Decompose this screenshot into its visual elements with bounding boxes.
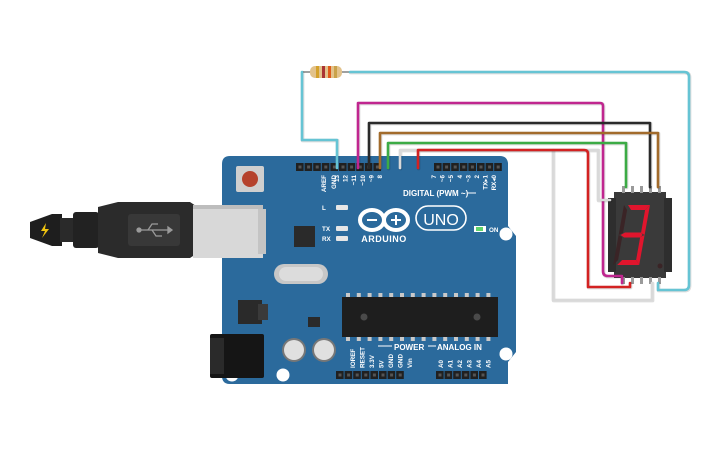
- segment-d: [617, 260, 640, 265]
- digital-pwm-label: DIGITAL (PWM ~): [403, 189, 469, 198]
- atmega-chip: [342, 293, 498, 341]
- onboard-leds: L TX RX: [322, 205, 348, 243]
- usb-socket: [193, 205, 263, 258]
- digital-pin-label: ~5: [448, 175, 455, 183]
- wire[interactable]: [416, 148, 632, 289]
- mount-hole: [499, 347, 513, 361]
- mount-hole: [499, 227, 513, 241]
- wire[interactable]: [367, 121, 652, 189]
- pin-label: Vin: [407, 358, 414, 368]
- digital-pin-label: 2: [474, 175, 481, 179]
- digital-pin-label: ~9: [368, 175, 375, 183]
- pin-label: IOREF: [350, 349, 357, 368]
- digital-pin-label: 4: [457, 175, 464, 179]
- digital-pin-label: ~11: [351, 175, 358, 186]
- resistor-band: [316, 66, 319, 78]
- seven-segment-display[interactable]: 3: [600, 186, 672, 284]
- crystal-oscillator: [274, 264, 328, 284]
- pin-label: A1: [448, 359, 455, 368]
- digital-pin-label: 13: [334, 175, 341, 183]
- digital-pin-label: GND: [331, 175, 338, 189]
- reset-button[interactable]: [236, 166, 264, 192]
- analog-in-label: ANALOG IN: [437, 343, 482, 352]
- lightning-icon: [41, 223, 49, 238]
- digital-pin-label: 7: [431, 175, 438, 179]
- pin-label: GND: [388, 354, 395, 368]
- led-label: TX: [322, 226, 331, 233]
- power-label: POWER: [394, 343, 424, 352]
- pin-label: 3.3V: [369, 354, 376, 368]
- wire[interactable]: [300, 70, 691, 292]
- pin-label: GND: [398, 354, 405, 368]
- digital-pin-label: AREF: [321, 175, 328, 192]
- pin-label: RESET: [360, 347, 367, 368]
- segment-e: [613, 235, 623, 265]
- digital-pin-label: ~3: [465, 175, 472, 183]
- usb-cable[interactable]: [30, 202, 196, 258]
- display-top-pins: [622, 186, 661, 193]
- on-led: ON: [474, 226, 499, 234]
- wire[interactable]: [398, 148, 612, 202]
- led: [336, 205, 348, 210]
- segment-dp: [657, 263, 663, 269]
- arduino-uno-board[interactable]: L TX RX ON ARDUINO UNO DIGITAL (PWM ~) POW…: [193, 156, 516, 384]
- usb-symbol-icon: [136, 223, 174, 237]
- segment-f: [618, 205, 628, 235]
- small-chip: [308, 317, 320, 327]
- mount-hole: [276, 368, 290, 382]
- segment-b: [641, 205, 650, 235]
- digital-pin-label: 8: [377, 175, 384, 179]
- capacitors: [282, 338, 336, 362]
- arduino-brand: ARDUINO: [361, 234, 407, 244]
- on-label: ON: [489, 227, 499, 234]
- uno-model: UNO: [423, 212, 459, 229]
- arduino-logo: ARDUINO UNO: [358, 205, 467, 244]
- digital-pin-label: RX◂0: [491, 175, 498, 191]
- wires[interactable]: [300, 70, 692, 303]
- display-bottom-pins: [622, 277, 661, 284]
- segment-g: [620, 232, 643, 238]
- power-jack: [210, 334, 264, 378]
- led: [336, 226, 348, 231]
- pin-label: A0: [438, 359, 445, 368]
- digital-pin-label: ~6: [440, 175, 447, 183]
- led-label: RX: [322, 236, 332, 243]
- digital-pin-label: TX▸1: [483, 175, 490, 190]
- led-label: L: [322, 205, 326, 212]
- usb-chip: [294, 226, 315, 247]
- pin-label: A2: [457, 359, 464, 368]
- wire[interactable]: [378, 131, 660, 189]
- power-header[interactable]: [336, 371, 404, 379]
- pin-label: 5V: [379, 359, 386, 368]
- resistor[interactable]: [302, 66, 350, 78]
- pin-label: A5: [486, 359, 493, 368]
- resistor-band: [322, 66, 325, 78]
- resistor-band: [334, 66, 337, 78]
- wire[interactable]: [386, 141, 628, 189]
- resistor-band: [328, 66, 331, 78]
- pin-label: A4: [476, 359, 483, 368]
- digital-pin-label: 12: [343, 175, 350, 183]
- display-digit: 3: [600, 204, 601, 206]
- infinity-icon: [358, 208, 410, 232]
- wire[interactable]: [551, 148, 654, 302]
- wire[interactable]: [356, 101, 624, 285]
- pin-label: A3: [467, 359, 474, 368]
- segment-c: [636, 235, 645, 265]
- led: [336, 236, 348, 241]
- analog-header[interactable]: [436, 371, 487, 379]
- digital-pin-label: ~10: [360, 175, 367, 186]
- segment-a: [628, 205, 650, 210]
- display-segments: [613, 205, 663, 269]
